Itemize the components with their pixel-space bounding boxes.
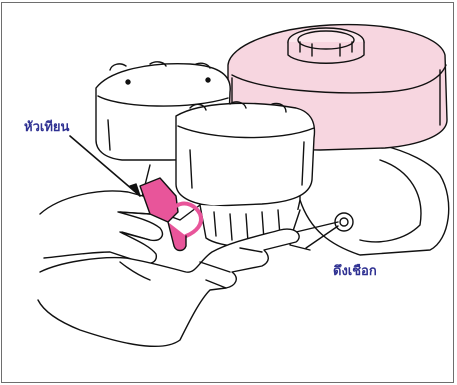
- pull-cord-label: ดึงเชือก: [333, 260, 377, 281]
- engine-crankcase: [300, 140, 449, 255]
- left-hand: [40, 191, 162, 264]
- spark-plug-label: หัวเทียน: [24, 116, 69, 137]
- recoil-cover: [176, 102, 314, 206]
